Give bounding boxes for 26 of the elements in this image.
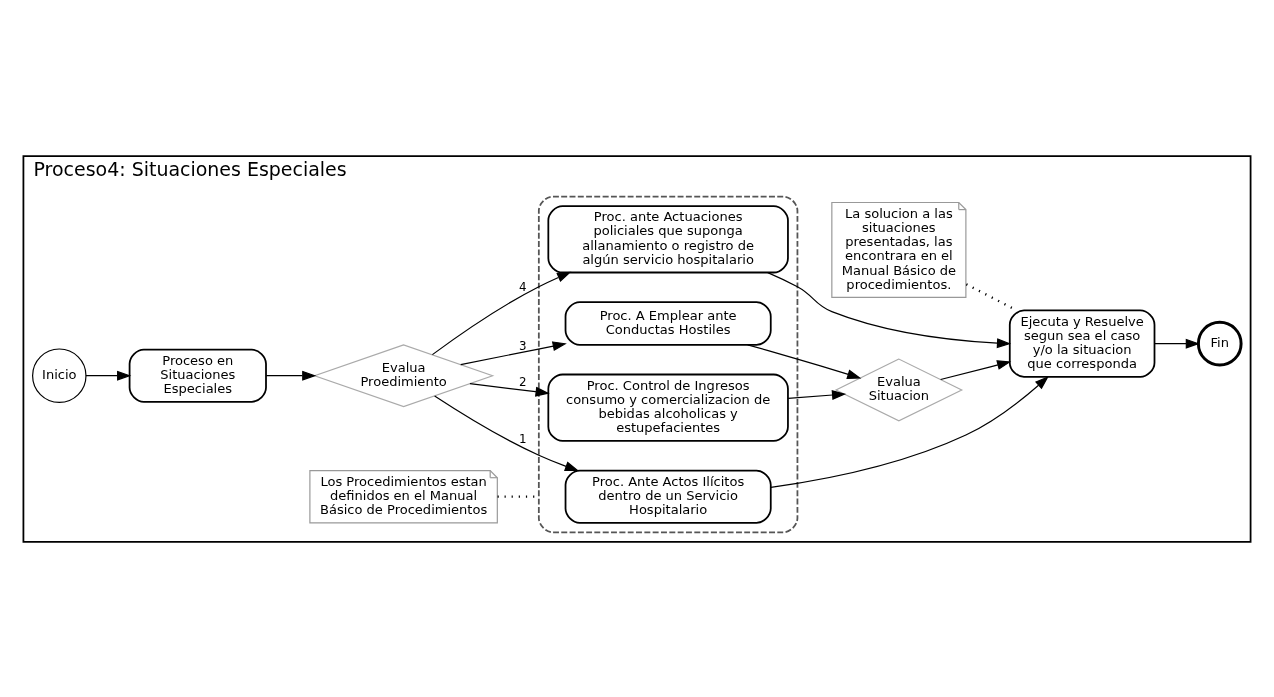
arrow — [431, 271, 572, 355]
node-box: Proc. Ante Actos Ilícitos dentro de un Servicio Hospitalario — [564, 469, 772, 524]
arrow — [460, 340, 567, 365]
edge-label: 3 — [519, 338, 527, 353]
arrow — [747, 343, 862, 379]
node-box: Ejecuta y Resuelve segun sea el caso y/o la situacion que corresponda — [1008, 309, 1156, 378]
node-circle: Fin — [1196, 320, 1243, 366]
node-box: Proc. ante Actuaciones policiales que suponga allanamiento o registro de algún servicio hospitalario — [547, 204, 789, 273]
arrow — [265, 370, 317, 381]
node-box: Proc. A Emplear ante Conductas Hostiles — [564, 300, 772, 346]
arrow — [940, 359, 1012, 380]
arrow — [85, 370, 132, 381]
edge-label: 1 — [519, 431, 527, 446]
arrow — [469, 382, 550, 397]
node-diamond: Evalua Situacion — [834, 357, 964, 421]
node-circle: Inicio — [32, 347, 87, 403]
edge-label: 2 — [519, 374, 527, 389]
arrow — [1153, 338, 1200, 349]
node-box: Proc. Control de Ingresos consumo y comercializacion de bebidas alcoholicas y estupefacientes — [547, 373, 789, 442]
node-box: Proceso en Situaciones Especiales — [128, 348, 267, 403]
arrow — [770, 375, 1049, 488]
arrow — [787, 389, 847, 400]
node-diamond: Evalua Proedimiento — [312, 343, 495, 407]
edge-label: 4 — [519, 279, 527, 294]
arrow — [767, 271, 1012, 348]
arrow — [434, 394, 580, 471]
